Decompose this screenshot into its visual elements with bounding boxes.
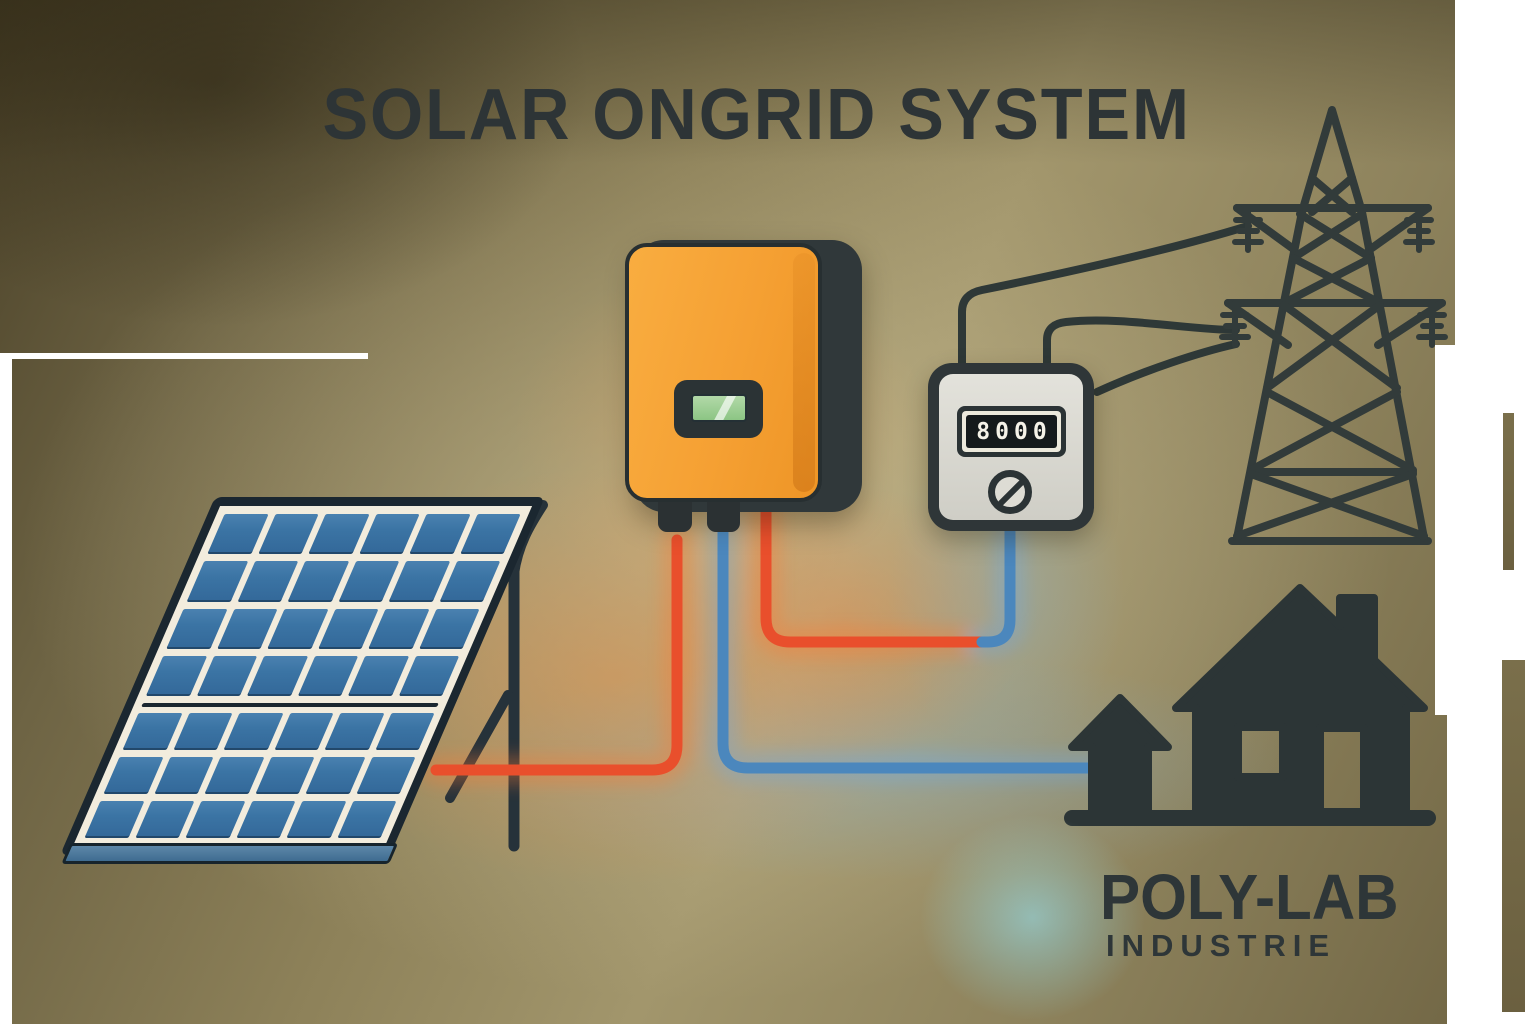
meter-display: 8000 (966, 415, 1057, 448)
logo-subtitle: INDUSTRIE (1106, 928, 1337, 963)
solar-cell (324, 713, 385, 750)
solar-cell (145, 655, 207, 696)
transparent-region (0, 353, 368, 359)
transmission-tower-icon (1219, 106, 1448, 545)
solar-cell (336, 801, 397, 838)
inverter-connector-icon (658, 500, 692, 532)
inverter-connector-icon (707, 500, 740, 532)
solar-cell (305, 757, 365, 794)
panel-divider (139, 696, 442, 713)
solar-cell (235, 801, 296, 838)
solar-cell (347, 655, 409, 696)
ac-wire-red-icon (760, 499, 991, 648)
logo-name: POLY-LAB (1100, 861, 1399, 933)
solar-cell (122, 713, 183, 750)
inverter-display (691, 394, 747, 422)
solar-cell (185, 801, 245, 838)
solar-cell (409, 514, 471, 555)
transparent-region (1455, 0, 1536, 345)
background-fragment (1502, 660, 1525, 1012)
solar-cell (398, 655, 460, 696)
inverter-icon (625, 243, 822, 502)
panel-side-edge (61, 843, 399, 864)
solar-cell (308, 514, 370, 555)
solar-cell (246, 655, 308, 696)
meter-reading: 8000 (976, 418, 1052, 445)
ac-wire-blue-meter-icon (976, 526, 1016, 648)
solar-cell (439, 561, 501, 602)
house-icon (1064, 584, 1436, 826)
dc-wire-red-icon (430, 534, 683, 776)
solar-cell (355, 757, 416, 794)
solar-cell (166, 608, 228, 649)
diagram-title: SOLAR ONGRID SYSTEM (322, 75, 1191, 155)
solar-cell (375, 713, 435, 750)
solar-cell (186, 561, 248, 602)
solar-cell (286, 801, 346, 838)
panel-lower-section (84, 713, 435, 838)
solar-cell (84, 801, 144, 838)
solar-cell (173, 713, 233, 750)
solar-cell (223, 713, 284, 750)
solar-cell (134, 801, 195, 838)
solar-cell (459, 514, 521, 555)
solar-cell (207, 514, 269, 555)
hexagon-glow (920, 815, 1145, 1020)
solar-cell (204, 757, 264, 794)
background-fragment (1503, 413, 1514, 570)
solar-cell (153, 757, 214, 794)
transparent-region (0, 353, 12, 1024)
solar-cell (287, 561, 349, 602)
solar-cell (388, 561, 450, 602)
grid-wire-icon (958, 222, 1252, 396)
ac-wire-blue-house-icon (717, 522, 1102, 774)
panel-upper-section (145, 514, 521, 696)
solar-cell (274, 713, 334, 750)
solar-cell (103, 757, 163, 794)
solar-cell (418, 608, 480, 649)
solar-cell (254, 757, 315, 794)
transparent-region (1435, 345, 1536, 715)
solar-cell (368, 608, 430, 649)
solar-cell (267, 608, 329, 649)
meter-dial-icon (988, 470, 1032, 514)
